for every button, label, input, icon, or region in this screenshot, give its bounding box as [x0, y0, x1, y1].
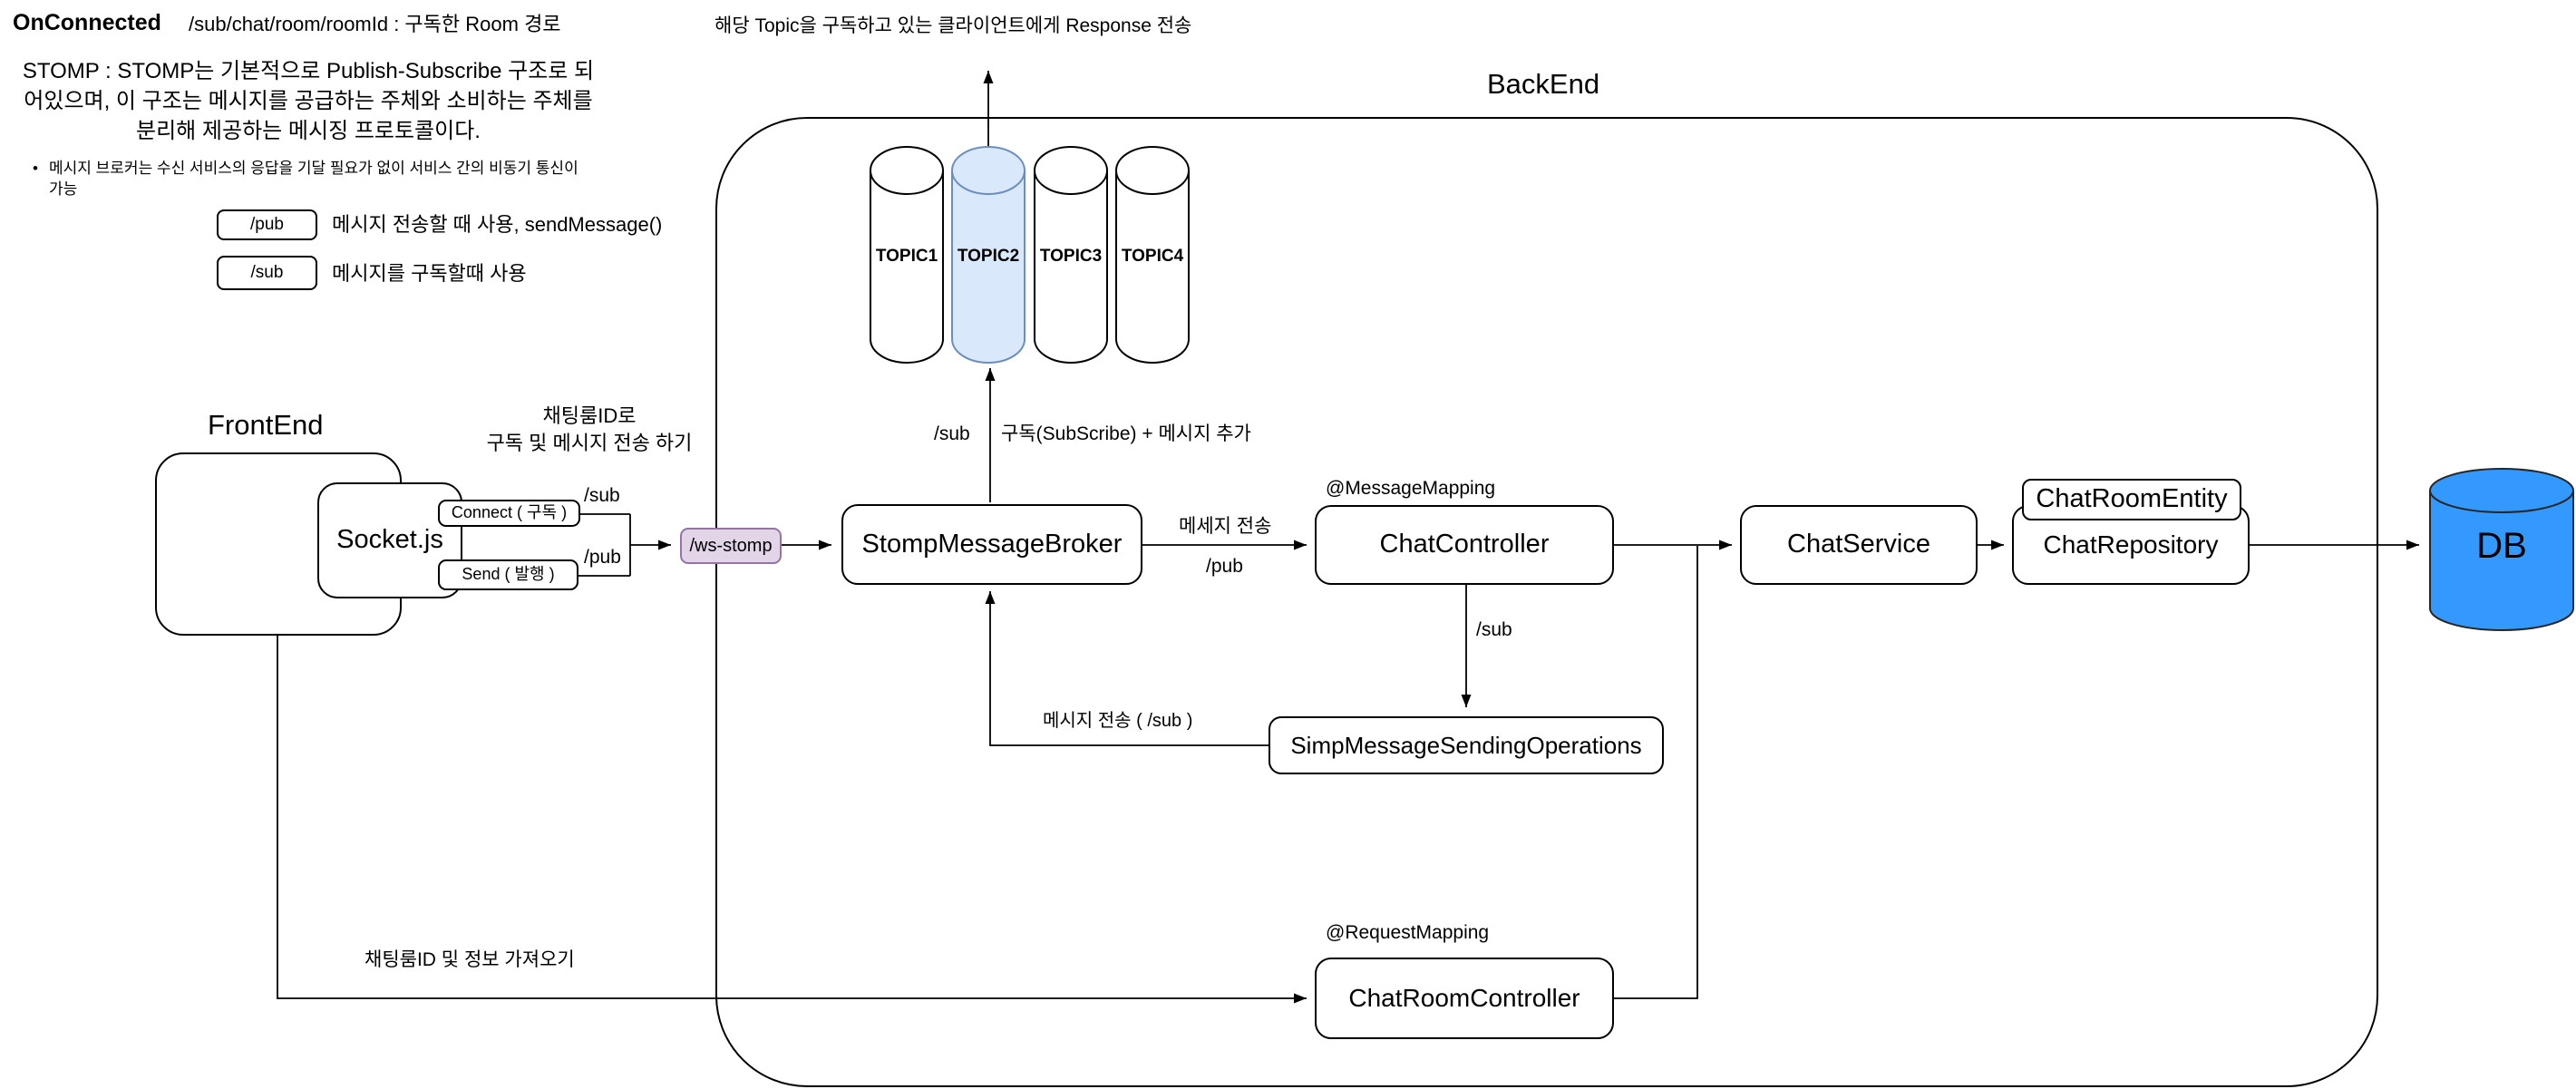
db-cylinder	[2429, 468, 2574, 631]
topic2-cylinder	[951, 146, 1026, 364]
message-send-sub-annotation: 메시지 전송 ( /sub )	[1043, 711, 1193, 731]
legend-sub-desc: 메시지를 구독할때 사용	[332, 262, 527, 285]
bullet-marker: •	[33, 160, 38, 177]
pub-broker-label: /pub	[1206, 556, 1243, 577]
response-annotation: 해당 Topic을 구독하고 있는 클라이언트에게 Response 전송	[714, 15, 1192, 36]
simp-message-sending-operations-node: SimpMessageSendingOperations	[1269, 716, 1664, 774]
subscribe-add-annotation: 구독(SubScribe) + 메시지 추가	[1001, 423, 1251, 444]
db-label: DB	[2476, 526, 2527, 566]
message-mapping-annotation: @MessageMapping	[1326, 478, 1496, 499]
stomp-message-broker-node: StompMessageBroker	[841, 504, 1142, 585]
chatroom-subscribe-annotation: 채팅룸ID로 구독 및 메시지 전송 하기	[486, 404, 693, 454]
topic4-label: TOPIC4	[1121, 247, 1184, 266]
topic1-label: TOPIC1	[875, 247, 938, 266]
chat-room-entity-node: ChatRoomEntity	[2022, 479, 2241, 520]
arrow-simpops-to-broker	[985, 591, 1269, 746]
arrow-frontend-to-chatroomcontroller	[277, 635, 1307, 1004]
chat-room-controller-node: ChatRoomController	[1315, 958, 1614, 1039]
chat-controller-node: ChatController	[1315, 505, 1614, 585]
ws-stomp-node: /ws-stomp	[680, 528, 782, 564]
legend-pub-desc: 메시지 전송할 때 사용, sendMessage()	[332, 213, 663, 236]
sub-broker-label: /sub	[934, 423, 970, 444]
frontend-label: FrontEnd	[208, 409, 324, 441]
send-node: Send ( 발행 )	[438, 559, 578, 590]
fetch-room-info-annotation: 채팅룸ID 및 정보 가져오기	[365, 949, 575, 970]
sub-to-ops-label: /sub	[1476, 619, 1512, 640]
pub-endpoint-label: /pub	[584, 547, 621, 568]
chat-service-node: ChatService	[1740, 505, 1978, 585]
legend-pub-box: /pub	[217, 209, 317, 240]
connect-node: Connect ( 구독 )	[438, 500, 580, 527]
bullet-note: 메시지 브로커는 수신 서비스의 응답을 기달 필요가 없이 서비스 간의 비동…	[49, 160, 578, 198]
topic1-cylinder	[870, 146, 944, 364]
stomp-description: STOMP : STOMP는 기본적으로 Publish-Subscribe 구…	[22, 59, 595, 143]
backend-region	[715, 117, 2378, 1087]
message-send-annotation: 메세지 전송	[1179, 516, 1272, 537]
request-mapping-annotation: @RequestMapping	[1326, 922, 1490, 943]
topic3-label: TOPIC3	[1039, 247, 1103, 266]
backend-label: BackEnd	[1487, 68, 1600, 100]
legend-sub-box: /sub	[217, 256, 317, 290]
on-connected-label: OnConnected	[13, 10, 161, 35]
connector-chatroomcontroller-to-service-line	[1614, 546, 1698, 999]
topic3-cylinder	[1034, 146, 1108, 364]
room-path-label: /sub/chat/room/roomId : 구독한 Room 경로	[189, 13, 561, 35]
topic4-cylinder	[1115, 146, 1190, 364]
sub-endpoint-label: /sub	[584, 485, 620, 506]
topic2-label: TOPIC2	[957, 247, 1020, 266]
